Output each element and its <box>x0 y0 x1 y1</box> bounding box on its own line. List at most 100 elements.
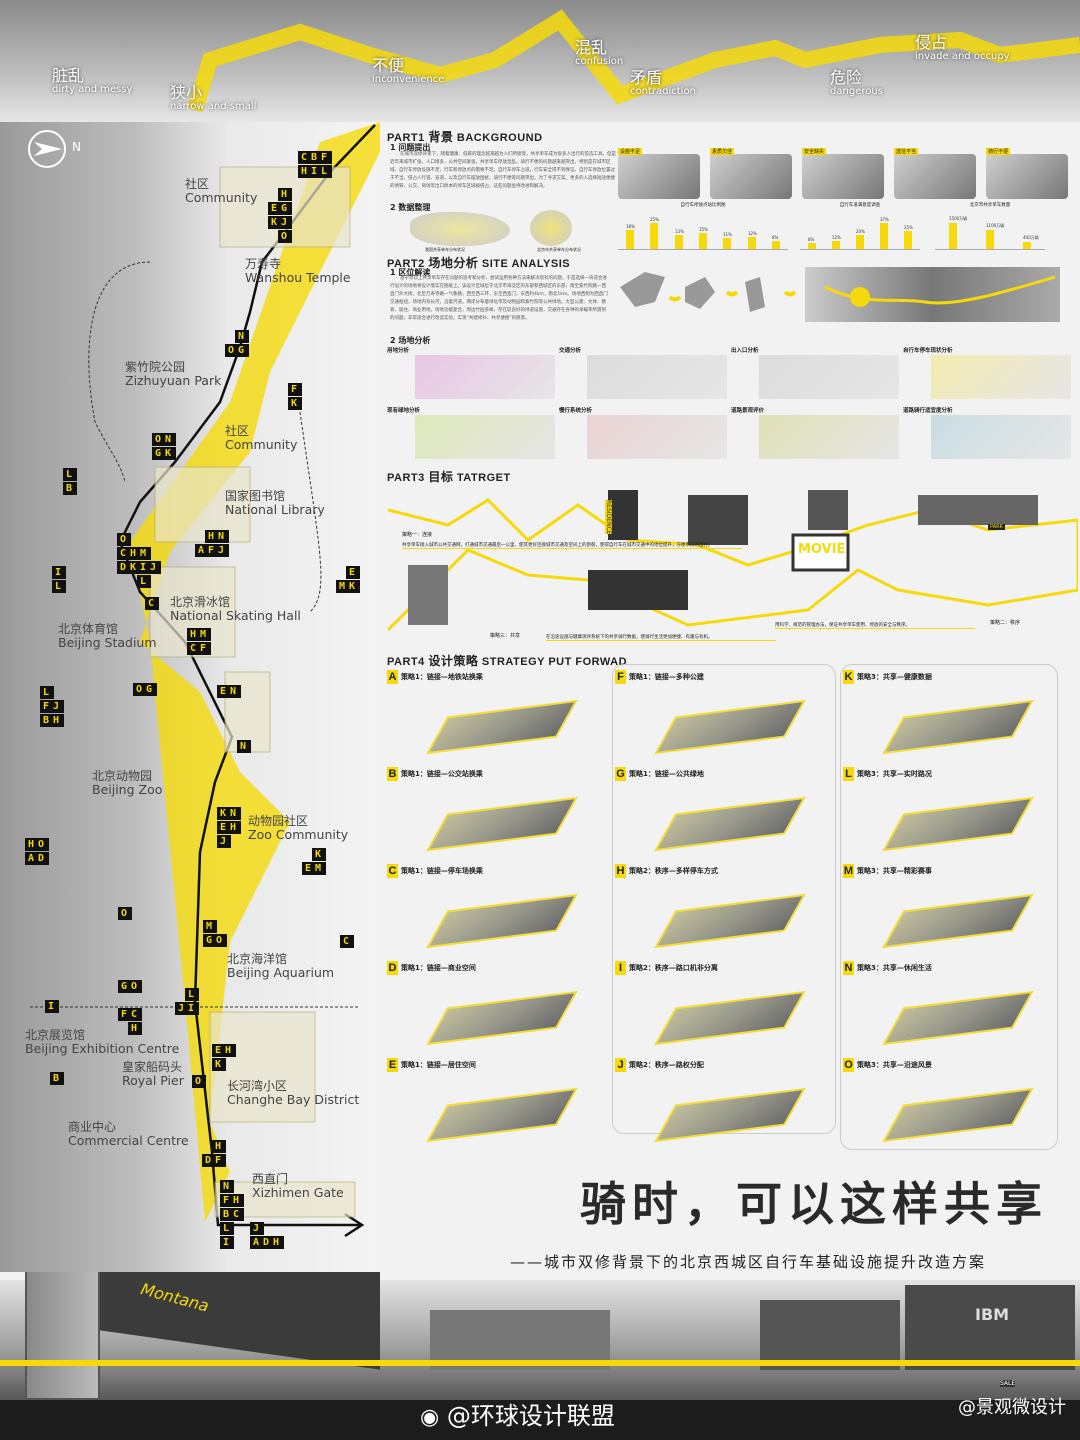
strategy-letter-badge[interactable]: HO <box>25 838 50 851</box>
strategy-letter-badge[interactable]: H <box>212 1140 227 1153</box>
strategy-letter-badge[interactable]: H <box>278 188 293 201</box>
strategy-letter-badge[interactable]: O <box>192 1075 207 1088</box>
strategy1-caption: 共享单车接入城市公共交通网，打通城市交通最后一公里，使其更好连接城市交通及空间上… <box>402 542 742 549</box>
strategy-letter-badge[interactable]: CF <box>187 642 212 655</box>
analysis-map <box>931 415 1071 459</box>
strategy-letter-badge[interactable]: JI <box>175 1002 200 1015</box>
strategy-letter-badge[interactable]: GK <box>152 447 177 460</box>
strategy-letter-badge[interactable]: KN <box>217 807 242 820</box>
strategy-letter-badge[interactable]: L <box>52 580 67 593</box>
strategy-letter-badge[interactable]: I <box>220 1236 235 1249</box>
strategy-letter-badge[interactable]: L <box>137 575 152 588</box>
strategy-letter-badge[interactable]: ADH <box>250 1236 285 1249</box>
strategy-title: 策略2：秩序—路口机非分离 <box>629 964 718 972</box>
chart-bar <box>650 223 658 249</box>
strategy-letter-badge[interactable]: EG <box>268 202 293 215</box>
strategy-letter-badge[interactable]: EH <box>217 821 242 834</box>
strategy-letter-badge[interactable]: GO <box>203 934 228 947</box>
strategy-letter-badge[interactable]: I <box>52 566 67 579</box>
strategy-title: 策略1：链接—公交站换乘 <box>401 770 483 778</box>
strategy-letter-badge[interactable]: E <box>346 566 361 579</box>
strategy-letter-badge[interactable]: K <box>288 397 303 410</box>
strategy-letter-badge[interactable]: HIL <box>298 165 333 178</box>
strategy-letter-badge[interactable]: EN <box>217 685 242 698</box>
strategy-letter-badge[interactable]: FC <box>118 1008 143 1021</box>
strategy-letter-badge[interactable]: C <box>340 935 355 948</box>
strategy-letter-badge[interactable]: EM <box>302 862 327 875</box>
strategy-letter-badge[interactable]: O <box>278 230 293 243</box>
strategy-letter-badge[interactable]: HM <box>187 628 212 641</box>
strategy-letter-badge[interactable]: CBF <box>298 151 333 164</box>
isometric-diagram <box>426 1087 578 1143</box>
poster-title: 骑时，可以这样共享 <box>580 1177 1048 1231</box>
strategy-letter-badge[interactable]: I <box>45 1000 60 1013</box>
strategy-letter-badge[interactable]: O <box>117 533 132 546</box>
strategy-letter-badge[interactable]: C <box>145 597 160 610</box>
strategy-letter-badge[interactable]: J <box>250 1222 265 1235</box>
strategy2-caption: 用科学、规范的管理办法，保证共享单车使用、停放的安全与秩序。 <box>775 622 975 629</box>
strategy-letter-badge[interactable]: B <box>50 1072 65 1085</box>
strategy-letter-badge[interactable]: GO <box>118 980 143 993</box>
strategy-letter-badge[interactable]: K <box>212 1058 227 1071</box>
strategy-letter-badge[interactable]: H <box>128 1022 143 1035</box>
strategy-letter-badge[interactable]: AFJ <box>195 544 230 557</box>
analysis-map <box>931 355 1071 399</box>
strategy-letter-badge[interactable]: M <box>203 920 218 933</box>
strategy-letter-badge[interactable]: BC <box>220 1208 245 1221</box>
strategy-title: 策略2：秩序—多样停车方式 <box>629 867 718 875</box>
strategy-letter-badge[interactable]: F <box>288 383 303 396</box>
strategy-letter-badge[interactable]: B <box>63 482 78 495</box>
strategy-letter-badge[interactable]: OG <box>225 344 250 357</box>
strategy-letter-badge[interactable]: EH <box>212 1044 237 1057</box>
strategy-letter-badge[interactable]: L <box>185 988 200 1001</box>
strategy-letter-badge[interactable]: CHM <box>117 547 152 560</box>
residence-sign: RESIDENCE <box>605 500 612 535</box>
part1-section1-title: 1 问题提出 <box>390 143 431 152</box>
strategy-letter-badge[interactable]: HN <box>205 530 230 543</box>
strategy-letter-badge[interactable]: O <box>118 907 133 920</box>
problem-photo <box>710 154 792 199</box>
strategy-letter-badge[interactable]: FH <box>220 1194 245 1207</box>
strategy-letter-badge[interactable]: DKIJ <box>117 561 162 574</box>
strategy-letter-badge[interactable]: AD <box>25 852 50 865</box>
strategy-letter-badge[interactable]: L <box>40 686 55 699</box>
strategy-letter-badge[interactable]: N <box>237 740 252 753</box>
site-analysis-panel: 道路骑行适宜度分析 <box>903 406 1071 464</box>
strategy-letter-badge[interactable]: KJ <box>268 216 293 229</box>
isometric-diagram <box>654 699 806 755</box>
strategy-letter-badge[interactable]: L <box>63 468 78 481</box>
strategy-letter-badge[interactable]: OG <box>133 683 158 696</box>
strategy-letter-badge[interactable]: ON <box>152 433 177 446</box>
strategy-letter-badge[interactable]: BH <box>40 714 65 727</box>
chart-value-label: 13% <box>675 229 684 234</box>
strategy-letter-badge[interactable]: K <box>312 848 327 861</box>
strategy-letter-badge[interactable]: FJ <box>40 700 65 713</box>
isometric-diagram <box>426 699 578 755</box>
yellow-zigzag-band <box>187 9 1080 113</box>
strategy-letter-badge[interactable]: DF <box>202 1154 227 1167</box>
strategy-letter-badge[interactable]: N <box>220 1180 235 1193</box>
strategy-letter-badge[interactable]: N <box>235 330 250 343</box>
strategy-letter-badge[interactable]: J <box>217 835 232 848</box>
strategy-letter-badge[interactable]: MK <box>336 580 361 593</box>
strategy-letter-badge[interactable]: L <box>220 1222 235 1235</box>
